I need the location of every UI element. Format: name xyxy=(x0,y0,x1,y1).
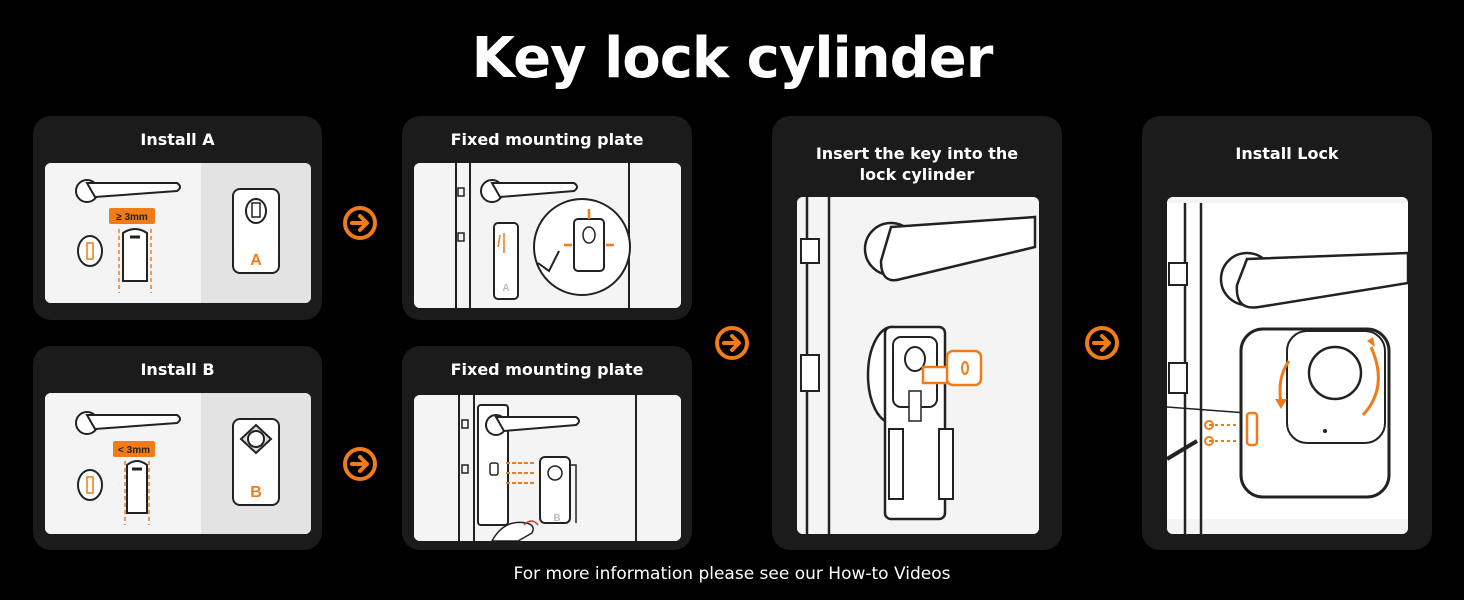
card-title: Install A xyxy=(140,130,215,149)
card-insert-key: Insert the key into the lock cylinder xyxy=(772,116,1062,550)
card-title-line-2: lock cylinder xyxy=(859,165,975,184)
illustration-insert-key xyxy=(797,197,1039,534)
illustration-install-lock xyxy=(1167,197,1408,534)
card-title: Fixed mounting plate xyxy=(450,130,644,149)
card-title-line-1: Insert the key into the xyxy=(815,144,1019,163)
card-install-lock: Install Lock xyxy=(1142,116,1432,550)
arrow-right-circle-icon xyxy=(343,206,377,240)
plate-letter-faint: A xyxy=(502,283,509,294)
plate-letter: A xyxy=(250,252,262,269)
card-fixed-mounting-plate-b: Fixed mounting plate B xyxy=(402,346,692,550)
illustration-fixed-plate-a: A xyxy=(414,163,681,308)
card-title: Install B xyxy=(140,360,215,379)
arrow-right-circle-icon xyxy=(343,447,377,481)
page-title: Key lock cylinder xyxy=(471,26,994,91)
card-install-a: Install A ≥ 3mm A xyxy=(33,116,322,320)
illustration-install-b: < 3mm B xyxy=(45,393,311,534)
card-install-b: Install B < 3mm B xyxy=(33,346,322,550)
gap-label: < 3mm xyxy=(118,445,150,456)
gap-label: ≥ 3mm xyxy=(116,212,148,223)
plate-letter: B xyxy=(250,484,262,501)
plate-letter-faint: B xyxy=(553,513,560,524)
arrow-right-circle-icon xyxy=(1085,326,1119,360)
card-title: Install Lock xyxy=(1235,144,1339,163)
card-fixed-mounting-plate-a: Fixed mounting plate A xyxy=(402,116,692,320)
footer-note: For more information please see our How-… xyxy=(513,564,951,584)
arrow-right-circle-icon xyxy=(715,326,749,360)
illustration-install-a: ≥ 3mm A xyxy=(45,163,311,303)
illustration-fixed-plate-b: B xyxy=(414,395,681,541)
card-title: Fixed mounting plate xyxy=(450,360,644,379)
